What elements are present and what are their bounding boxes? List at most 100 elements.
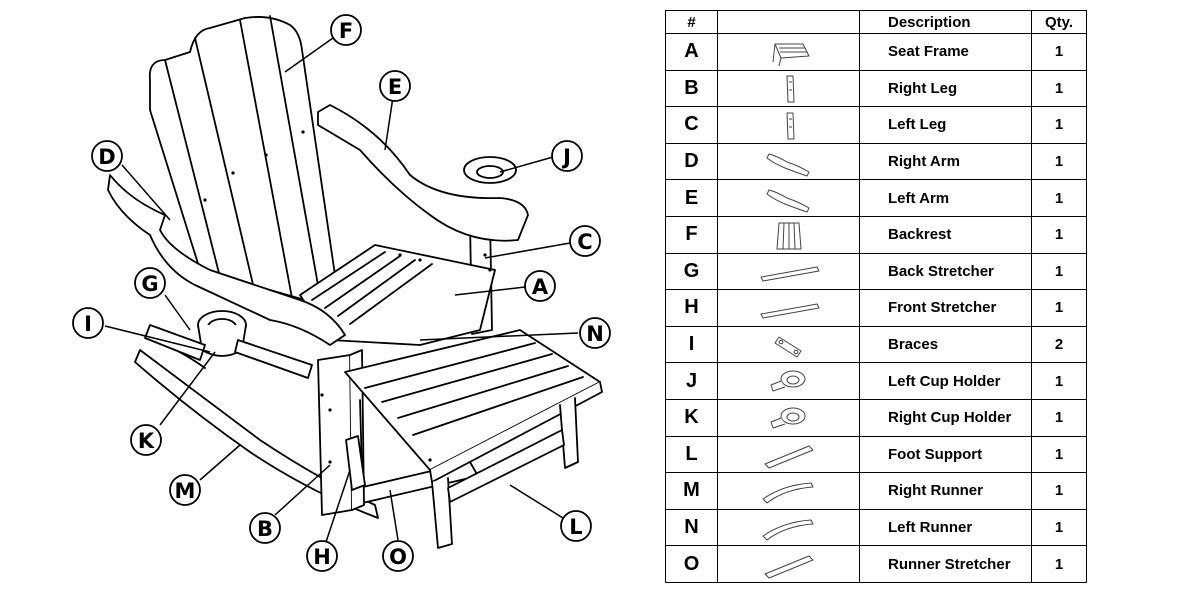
callout-E: E	[379, 70, 411, 102]
part-thumbnail	[717, 252, 860, 291]
part-id: C	[665, 106, 718, 144]
callout-F: F	[330, 14, 362, 46]
part-quantity: 1	[1031, 545, 1087, 583]
part-thumbnail	[717, 142, 860, 181]
svg-text:G: G	[141, 272, 158, 296]
part-description: Backrest	[859, 215, 1032, 254]
part-description: Right Arm	[859, 142, 1032, 181]
arm-left-drawing	[317, 104, 529, 242]
part-quantity: 1	[1031, 215, 1087, 254]
part-description: Left Cup Holder	[859, 362, 1032, 400]
svg-text:O: O	[389, 545, 407, 569]
part-quantity: 1	[1031, 472, 1087, 510]
part-description: Back Stretcher	[859, 252, 1032, 291]
part-quantity: 1	[1031, 252, 1087, 291]
part-id: D	[665, 142, 718, 181]
callout-B: B	[249, 512, 281, 544]
callout-M: M	[169, 474, 201, 506]
bar-icon	[764, 555, 813, 579]
part-id: N	[665, 508, 718, 547]
backrest-icon	[776, 222, 801, 250]
chair-assembly-diagram: F E J D C G A I N K M B H O L	[72, 14, 611, 572]
part-quantity: 2	[1031, 325, 1087, 364]
header-qty: Qty.	[1031, 10, 1087, 34]
part-description: Braces	[859, 325, 1032, 364]
part-id: I	[665, 325, 718, 364]
braces-drawing	[144, 324, 206, 361]
part-thumbnail	[717, 289, 860, 327]
callout-A: A	[524, 270, 556, 302]
part-thumbnail	[717, 545, 860, 583]
part-quantity: 1	[1031, 179, 1087, 217]
svg-text:N: N	[586, 322, 604, 346]
part-description: Seat Frame	[859, 33, 1032, 71]
part-thumbnail	[717, 398, 860, 437]
header-description: Description	[859, 10, 1032, 34]
cup-holder-icon	[770, 407, 805, 429]
callout-N: N	[579, 317, 611, 349]
chair-drawing: F E J D C G A I N K M B H O L	[72, 14, 611, 572]
part-quantity: 1	[1031, 33, 1087, 71]
part-description: Left Runner	[859, 508, 1032, 547]
part-thumbnail	[717, 33, 860, 71]
backrest-drawing	[148, 16, 336, 301]
part-id: M	[665, 472, 718, 510]
part-id: B	[665, 69, 718, 108]
part-description: Runner Stretcher	[859, 545, 1032, 583]
part-quantity: 1	[1031, 142, 1087, 181]
svg-text:L: L	[569, 515, 582, 539]
svg-text:M: M	[175, 479, 196, 503]
callout-J: J	[551, 140, 583, 172]
callout-K: K	[130, 424, 162, 456]
part-quantity: 1	[1031, 435, 1087, 474]
part-description: Front Stretcher	[859, 289, 1032, 327]
part-quantity: 1	[1031, 508, 1087, 547]
cup-holder-icon	[770, 370, 805, 392]
callout-O: O	[382, 540, 414, 572]
part-id: J	[665, 362, 718, 400]
brace-icon	[774, 336, 801, 358]
svg-text:C: C	[577, 230, 592, 254]
svg-text:E: E	[388, 75, 402, 99]
callout-D: D	[91, 140, 123, 172]
callouts: F E J D C G A I N K M B H O L	[72, 14, 611, 572]
part-quantity: 1	[1031, 289, 1087, 327]
part-id: L	[665, 435, 718, 474]
front-stretcher-drawing	[345, 435, 366, 491]
part-thumbnail	[717, 472, 860, 510]
svg-text:J: J	[561, 145, 571, 169]
part-thumbnail	[717, 69, 860, 108]
part-id: F	[665, 215, 718, 254]
part-quantity: 1	[1031, 398, 1087, 437]
part-id: K	[665, 398, 718, 437]
stretcher-icon	[760, 303, 819, 319]
part-thumbnail	[717, 325, 860, 364]
part-quantity: 1	[1031, 362, 1087, 400]
arm-icon	[766, 153, 809, 177]
callout-I: I	[72, 307, 104, 339]
screw-dots	[203, 130, 492, 464]
arm-right-drawing	[107, 174, 346, 346]
part-thumbnail	[717, 435, 860, 474]
svg-text:A: A	[532, 275, 549, 299]
part-id: G	[665, 252, 718, 291]
part-quantity: 1	[1031, 106, 1087, 144]
part-id: E	[665, 179, 718, 217]
part-description: Right Runner	[859, 472, 1032, 510]
part-description: Left Arm	[859, 179, 1032, 217]
leader-lines	[104, 37, 579, 546]
part-thumbnail	[717, 362, 860, 400]
leg-icon	[786, 75, 794, 103]
foot-support-drawing	[447, 429, 565, 503]
header-icon	[717, 10, 860, 34]
part-thumbnail	[717, 179, 860, 217]
part-thumbnail	[717, 508, 860, 547]
